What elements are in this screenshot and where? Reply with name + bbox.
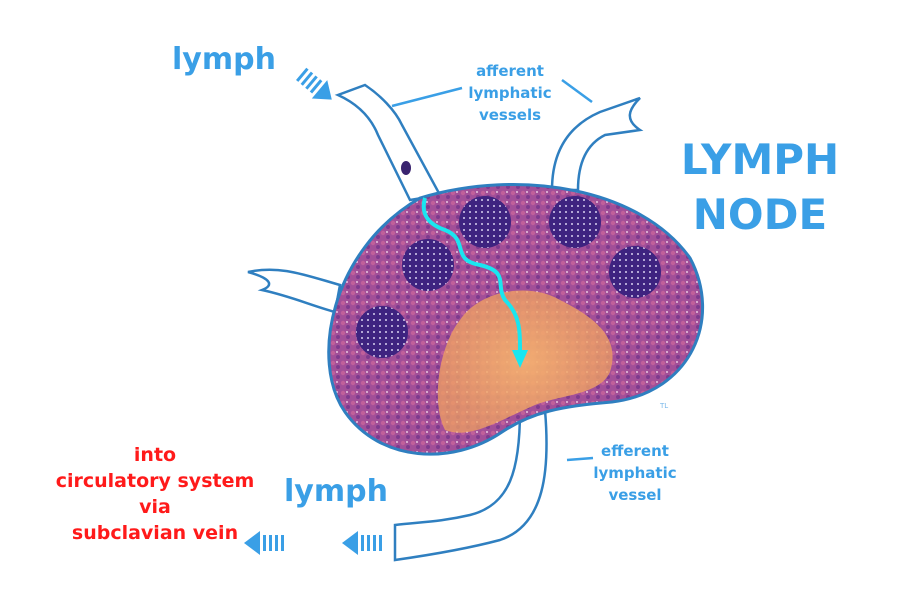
page-title: LYMPH NODE bbox=[670, 132, 850, 242]
destination-line: into bbox=[133, 444, 177, 466]
efferent-line: lymphatic bbox=[593, 464, 677, 482]
destination-line: circulatory system bbox=[55, 470, 255, 492]
lymph-out-label: lymph bbox=[284, 474, 388, 509]
afferent-line: vessels bbox=[478, 106, 542, 124]
efferent-line: efferent bbox=[601, 442, 669, 460]
lymph-in-label: lymph bbox=[172, 42, 276, 77]
afferent-vessel-lower-left bbox=[247, 268, 342, 314]
flow-arrowhead-icon bbox=[512, 350, 528, 368]
afferent-vessel-right bbox=[550, 96, 644, 192]
destination-line: subclavian vein bbox=[71, 522, 239, 544]
follicle bbox=[609, 246, 661, 298]
efferent-label: efferent lymphatic vessel bbox=[585, 440, 685, 506]
flow-path-arrow-icon bbox=[421, 197, 522, 353]
follicle bbox=[459, 196, 511, 248]
follicle bbox=[402, 239, 454, 291]
leader-lines bbox=[391, 78, 594, 462]
afferent-line: lymphatic bbox=[468, 84, 552, 102]
signature: TL bbox=[660, 402, 669, 410]
efferent-vessel bbox=[393, 408, 548, 562]
title-line: LYMPH bbox=[680, 135, 840, 184]
striped-arrow-out-icon bbox=[244, 531, 284, 555]
title-line: NODE bbox=[692, 190, 828, 239]
afferent-line: afferent bbox=[476, 62, 544, 80]
lymphocyte-cell bbox=[401, 161, 411, 175]
destination-label: into circulatory system via subclavian v… bbox=[40, 442, 270, 546]
follicle bbox=[549, 196, 601, 248]
striped-arrow-in-icon bbox=[296, 67, 332, 100]
destination-line: via bbox=[139, 496, 171, 518]
afferent-vessel-left bbox=[334, 83, 442, 202]
medulla bbox=[437, 290, 613, 433]
follicle bbox=[356, 306, 408, 358]
afferent-label: afferent lymphatic vessels bbox=[460, 60, 560, 126]
striped-arrow-out-icon bbox=[342, 531, 382, 555]
efferent-line: vessel bbox=[608, 486, 662, 504]
